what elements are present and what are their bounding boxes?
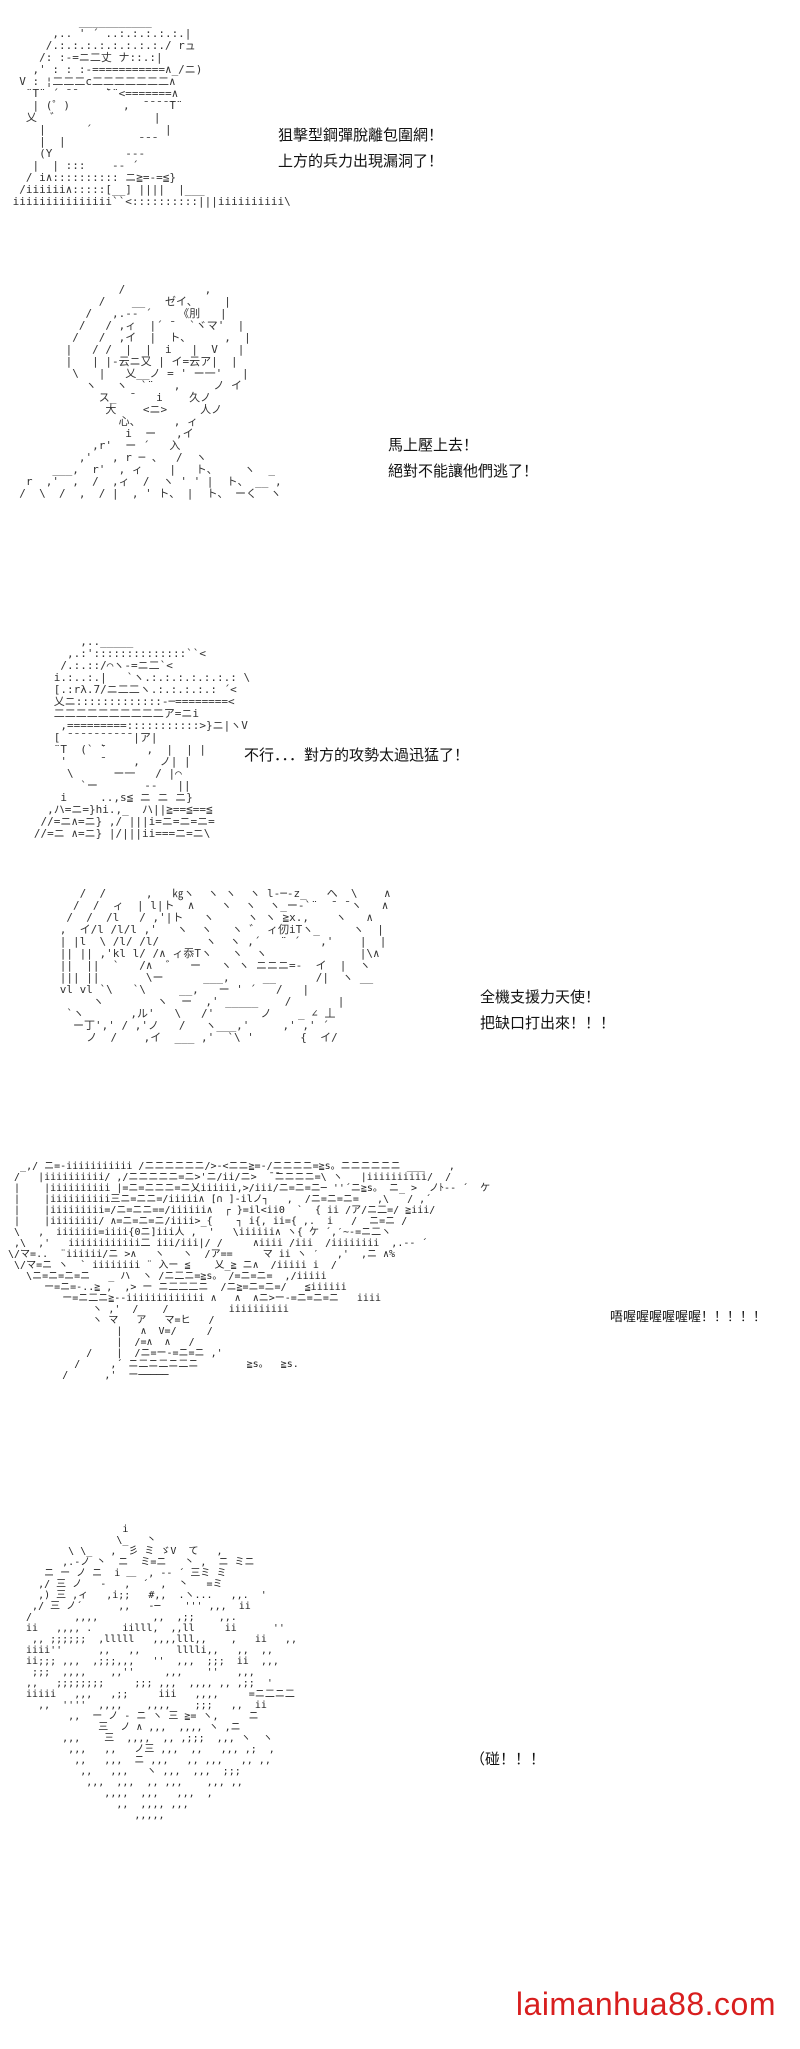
ascii-art-commander: / , / __ ゼイ、 | / ,.-‐ ´ 《刖 | / / ,ィ |´ ̄… [19, 283, 282, 500]
dialogue-2: 馬上壓上去！ 絕對不能讓他們逃了！ [388, 432, 538, 484]
dialogue-line: 狙擊型鋼彈脫離包圍網！ [278, 126, 444, 144]
watermark-text: laimanhua88.com [515, 1986, 776, 2022]
dialogue-6: （碰！！！ [470, 1746, 545, 1772]
dialogue-1: 狙擊型鋼彈脫離包圍網！ 上方的兵力出現漏洞了！ [278, 122, 443, 174]
dialogue-line: 上方的兵力出現漏洞了！ [278, 152, 444, 170]
ascii-art-pilot-closeup: / / , ㎏ヽ ヽ ヽ ヽ l‐─-z_ ヘ \ ∧ / / ィ | l|ト … [59, 887, 391, 1044]
dialogue-line: 全機支援力天使！ [480, 988, 601, 1006]
dialogue-line: （碰！！！ [470, 1750, 546, 1768]
panel-2: / , / __ ゼイ、 | / ,.-‐ ´ 《刖 | / / ,ィ |´ ̄… [0, 280, 800, 610]
dialogue-4: 全機支援力天使！ 把缺口打出來！！！ [480, 984, 615, 1036]
dialogue-line: 絕對不能讓他們逃了！ [388, 462, 539, 480]
dialogue-line: 不行．．．對方的攻勢太過迅猛了！ [244, 746, 470, 764]
dialogue-line: 唔喔喔喔喔喔喔！！！！！ [610, 1310, 767, 1325]
ascii-art-mobile-suit-charge: _,/ ニ=-iiiiiiiiiii /ニニニニニニ/>-<ニニ≧=-/ニニニニ… [8, 1161, 491, 1381]
panel-4: / / , ㎏ヽ ヽ ヽ ヽ l‐─-z_ ヘ \ ∧ / / ィ | l|ト … [0, 880, 800, 1150]
panel-6: i \_ 丶 \ \_ , 彡 ミ ゞV て , ,.-ノ 丶 ニ ミ=ニ 丶 … [0, 1520, 800, 2049]
ascii-art-sniper-pilot: ___________ ,.. ' ´ ..:.:.:.:.:.| /.:.:.… [12, 15, 291, 208]
panel-5: _,/ ニ=-iiiiiiiiiii /ニニニニニニ/>-<ニニ≧=-/ニニニニ… [0, 1155, 800, 1515]
dialogue-line: 馬上壓上去！ [388, 436, 479, 454]
dialogue-5: 唔喔喔喔喔喔喔！！！！！ [610, 1305, 766, 1331]
ascii-art-soldier-helmet: ,.._____ ,.:'::::::::::::::``< /.:.::/⌒ヽ… [33, 635, 251, 840]
dialogue-line: 把缺口打出來！！！ [480, 1014, 616, 1032]
panel-3: ,.._____ ,.:'::::::::::::::``< /.:.::/⌒ヽ… [0, 630, 800, 870]
panel-1: ___________ ,.. ' ´ ..:.:.:.:.:.| /.:.:.… [0, 10, 800, 250]
dialogue-3: 不行．．．對方的攻勢太過迅猛了！ [244, 742, 469, 768]
ascii-art-explosion: i \_ 丶 \ \_ , 彡 ミ ゞV て , ,.-ノ 丶 ニ ミ=ニ 丶 … [26, 1524, 297, 1821]
